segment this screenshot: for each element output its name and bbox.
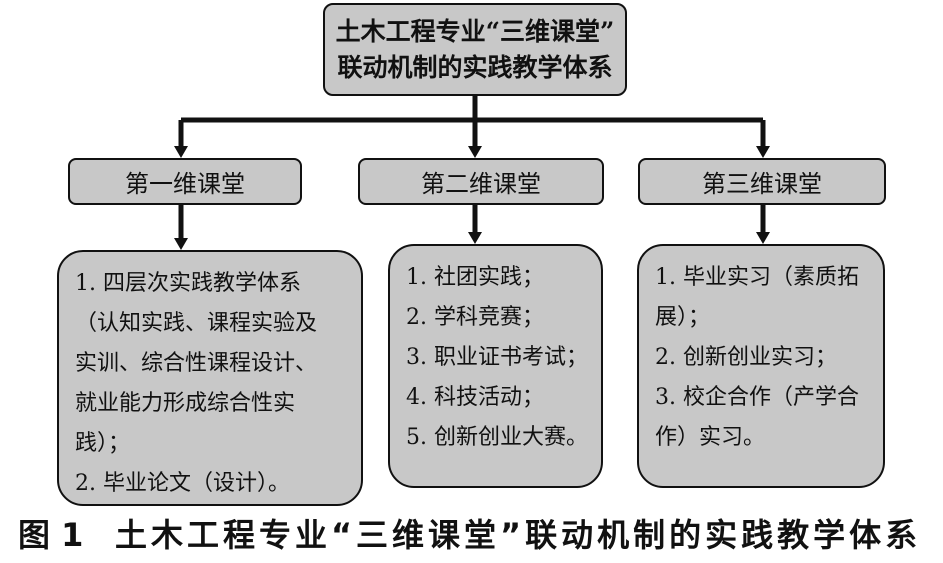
- column3-heading: 第三维课堂: [638, 158, 886, 205]
- column2-content: 1. 社团实践； 2. 学科竞赛； 3. 职业证书考试； 4. 科技活动； 5.…: [388, 244, 603, 488]
- root-node: 土木工程专业“三维课堂” 联动机制的实践教学体系: [323, 3, 627, 96]
- list-item: 1. 四层次实践教学体系: [75, 271, 301, 296]
- arrowhead-col3-body: [756, 232, 770, 244]
- list-item: 实训、综合性课程设计、: [75, 351, 318, 376]
- figure-number: 图 1: [18, 516, 84, 554]
- column1-content: 1. 四层次实践教学体系 （认知实践、课程实验及 实训、综合性课程设计、 就业能…: [57, 250, 363, 506]
- list-item: 践）；: [75, 431, 131, 456]
- root-title-line2: 联动机制的实践教学体系: [337, 52, 613, 82]
- list-item: 4. 科技活动；: [406, 385, 544, 410]
- arrowhead-col2-head: [468, 146, 482, 158]
- root-title-line1: 土木工程专业“三维课堂”: [335, 16, 615, 46]
- list-item: 2. 学科竞赛；: [406, 305, 544, 330]
- column1-heading: 第一维课堂: [68, 158, 302, 205]
- arrowhead-col1-body: [174, 238, 188, 250]
- list-item: 作）实习。: [655, 425, 766, 450]
- list-item: 5. 创新创业大赛。: [406, 425, 588, 450]
- column2-heading: 第二维课堂: [358, 158, 604, 205]
- list-item: 2. 创新创业实习；: [655, 345, 837, 370]
- arrowhead-col3-head: [756, 146, 770, 158]
- figure-caption: 图 1 土木工程专业“三维课堂”联动机制的实践教学体系: [0, 510, 943, 560]
- list-item: 3. 校企合作（产学合: [655, 385, 859, 410]
- list-item: 展）；: [655, 305, 711, 330]
- column3-content: 1. 毕业实习（素质拓 展）； 2. 创新创业实习； 3. 校企合作（产学合 作…: [637, 244, 885, 488]
- list-item: 1. 社团实践；: [406, 265, 544, 290]
- arrowhead-col1-head: [174, 146, 188, 158]
- list-item: 3. 职业证书考试；: [406, 345, 588, 370]
- arrowhead-col2-body: [468, 232, 482, 244]
- list-item: 就业能力形成综合性实: [75, 391, 296, 416]
- figure-caption-text: 土木工程专业“三维课堂”联动机制的实践教学体系: [115, 516, 922, 554]
- list-item: 1. 毕业实习（素质拓: [655, 265, 859, 290]
- list-item: （认知实践、课程实验及: [75, 311, 318, 336]
- list-item: 2. 毕业论文（设计）。: [75, 471, 290, 496]
